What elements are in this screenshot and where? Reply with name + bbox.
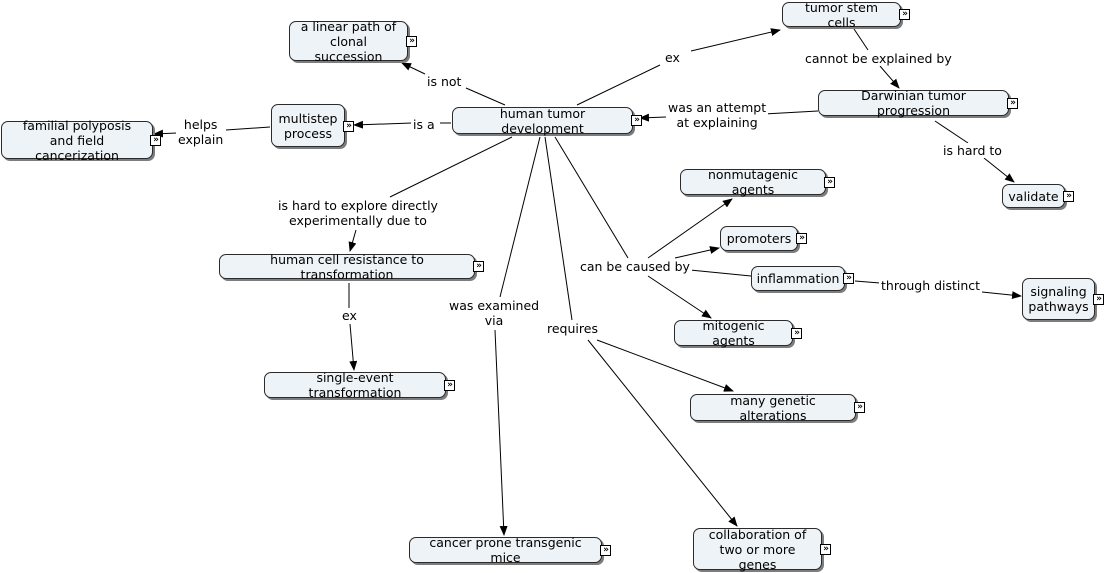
concept-inflammation[interactable]: inflammation » [751,266,854,291]
link-label-helps-explain: helps explain [176,117,226,147]
link-label-is-not: is not [425,74,464,89]
concept-label: cancer prone transgenic mice [429,535,582,565]
edge-line [763,110,819,115]
link-label-is-a: is a [411,117,437,132]
concept-label: human tumor development [499,105,586,136]
edge-line [465,87,506,106]
edge-arrow [494,329,508,536]
concept-promoters[interactable]: promoters » [720,226,807,251]
edge-arrow [647,198,733,259]
double-chevron-right-icon[interactable]: » [899,9,910,20]
concept-label: Darwinian tumor progression [861,88,966,118]
edge-arrow [353,120,413,129]
link-label-ex-top: ex [663,50,682,65]
concept-label: mitogenic agents [702,318,765,348]
double-chevron-right-icon[interactable]: » [631,115,642,126]
concept-signaling-pathways[interactable]: signaling pathways » [1022,278,1104,320]
link-label-is-hard-to: is hard to [941,143,1004,158]
edge-line [689,269,752,277]
concept-validate[interactable]: validate » [1002,184,1074,208]
edge-arrow [981,291,1022,300]
concept-nonmutagenic-agents[interactable]: nonmutagenic agents » [680,167,835,197]
concept-label: nonmutagenic agents [707,167,799,197]
concept-cancer-prone-transgenic-mice[interactable]: cancer prone transgenic mice » [409,535,611,565]
link-label-can-be-caused-by: can be caused by [578,259,692,274]
double-chevron-right-icon[interactable]: » [600,545,611,556]
concept-human-cell-resistance[interactable]: human cell resistance to transformation … [219,251,484,282]
concept-many-genetic-alterations[interactable]: many genetic alterations » [690,392,865,423]
edge-arrow [690,28,781,52]
concept-familial-polyposis[interactable]: familial polyposis and field cancerizati… [1,118,161,163]
concept-label: multistep process [278,110,338,141]
edge-line [554,136,629,259]
edge-arrow [349,323,358,371]
concept-label: many genetic alterations [730,392,816,423]
double-chevron-right-icon[interactable]: » [791,328,802,339]
edge-arrow [879,65,900,89]
edge-line [576,64,661,106]
double-chevron-right-icon[interactable]: » [343,121,354,132]
edge-arrow [983,157,1015,183]
edge-arrow [596,339,734,392]
edge-arrow [647,275,712,319]
link-label-was-examined-via: was examined via [447,298,542,328]
concept-a-linear-path[interactable]: a linear path of clonal succession » [289,18,417,64]
concept-label: signaling pathways [1028,284,1089,314]
concept-label: promoters [726,231,792,246]
concept-multistep-process[interactable]: multistep process » [271,104,354,147]
edge-arrow [587,339,738,527]
edge-arrow [674,246,720,259]
concept-darwinian-tumor-progression[interactable]: Darwinian tumor progression » [818,88,1018,118]
edge-line [544,136,573,321]
double-chevron-right-icon[interactable]: » [473,261,484,272]
edge-arrow [639,113,667,122]
double-chevron-right-icon[interactable]: » [444,380,455,391]
link-label-ex-left: ex [340,308,359,323]
concept-label: validate [1008,188,1059,204]
edge-arrow [153,129,178,138]
double-chevron-right-icon[interactable]: » [1063,191,1074,202]
link-label-is-hard-to-explore: is hard to explore directly experimental… [276,198,440,228]
edge-line [499,136,541,298]
link-label-through-distinct: through distinct [879,278,983,293]
concept-label: a linear path of clonal succession [300,18,397,64]
double-chevron-right-icon[interactable]: » [824,177,835,188]
edge-arrow [348,229,357,252]
concept-label: familial polyposis and field cancerizati… [22,117,132,163]
concept-label: collaboration of two or more genes [708,526,807,572]
concept-label: single-event transformation [308,370,402,400]
edge-line [389,136,513,198]
concept-label: tumor stem cells [804,0,879,30]
link-label-cannot-be-explained-by: cannot be explained by [803,51,954,66]
concept-tumor-stem-cells[interactable]: tumor stem cells » [782,0,910,30]
concept-label: human cell resistance to transformation [270,251,424,282]
double-chevron-right-icon[interactable]: » [406,36,417,47]
edge-line [853,28,869,51]
double-chevron-right-icon[interactable]: » [843,273,854,284]
double-chevron-right-icon[interactable]: » [854,402,865,413]
concept-collaboration-of-genes[interactable]: collaboration of two or more genes » [693,526,831,572]
double-chevron-right-icon[interactable]: » [1007,98,1018,109]
concept-label: inflammation [756,271,840,286]
double-chevron-right-icon[interactable]: » [796,233,807,244]
concept-single-event-transformation[interactable]: single-event transformation » [264,370,455,400]
edge-line [225,126,271,131]
double-chevron-right-icon[interactable]: » [1093,294,1104,305]
edge-line [934,120,969,144]
concept-human-tumor-development[interactable]: human tumor development » [452,105,642,136]
edge-arrow [401,62,426,75]
double-chevron-right-icon[interactable]: » [820,544,831,555]
link-label-was-an-attempt: was an attempt at explaining [666,100,769,130]
edge-line [854,280,881,284]
double-chevron-right-icon[interactable]: » [150,135,161,146]
concept-mitogenic-agents[interactable]: mitogenic agents » [674,318,802,348]
link-label-requires: requires [545,321,600,336]
